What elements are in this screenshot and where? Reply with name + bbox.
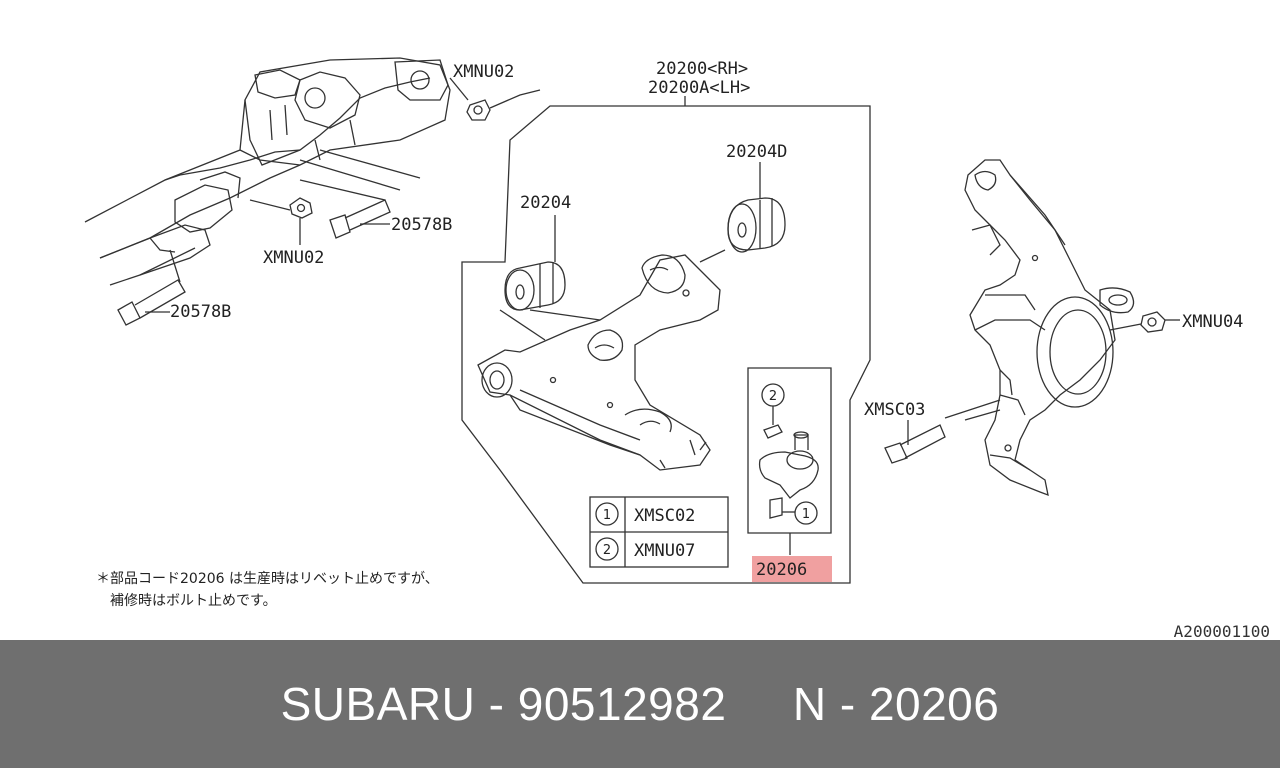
label-main-part-lh: 20200A<LH> <box>648 78 750 98</box>
footer-code: 20206 <box>868 678 1000 730</box>
label-bolt-knuckle: XMSC03 <box>864 400 925 420</box>
ball-joint-highlight <box>752 556 832 582</box>
bushing-front-drawing <box>499 215 566 341</box>
service-note-line-1: ＊部品コード20206 は生産時はリベット止めですが、 <box>96 571 439 587</box>
nut-knuckle-drawing <box>1109 311 1180 333</box>
callout-2: 2 <box>769 389 777 404</box>
label-bushing-front: 20204 <box>520 193 571 213</box>
bolt-left-drawing <box>117 249 186 326</box>
reference-code: A200001100 <box>1173 622 1270 641</box>
legend-table-lines <box>589 496 729 568</box>
footer-bar: SUBARU - 90512982 N - 20206 <box>0 640 1280 768</box>
label-bolt-left: 20578B <box>170 302 231 322</box>
legend-row-1-code: XMSC02 <box>634 506 695 526</box>
label-ball-joint: 20206 <box>756 560 807 580</box>
assembly-boundary <box>461 105 871 584</box>
nut-mid-drawing <box>249 197 313 245</box>
footer-sep-2: - <box>839 678 856 730</box>
parts-diagram: 20200<RH> 20200A<LH> 20204 20204D XMNU02… <box>84 57 1243 584</box>
legend-row-2-code: XMNU07 <box>634 541 695 561</box>
ball-joint-drawing <box>758 383 819 519</box>
label-nut-top: XMNU02 <box>453 62 514 82</box>
service-note: ＊部品コード20206 は生産時はリベット止めですが、 補修時はボルト止めです。 <box>96 568 439 612</box>
bolt-knuckle-drawing <box>884 399 1001 464</box>
footer-part-number: 90512982 <box>517 678 727 730</box>
footer-brand: SUBARU <box>280 678 476 730</box>
label-nut-mid: XMNU02 <box>263 248 324 268</box>
callout-1: 1 <box>802 507 810 522</box>
label-nut-knuckle: XMNU04 <box>1182 312 1243 332</box>
callout-1-circle <box>794 501 818 525</box>
ball-joint-box <box>747 367 832 534</box>
label-bushing-rear: 20204D <box>726 142 787 162</box>
label-bolt-right: 20578B <box>391 215 452 235</box>
legend-row-2-num: 2 <box>603 543 611 558</box>
label-main-part-rh: 20200<RH> <box>656 59 748 79</box>
legend-row-1-num: 1 <box>603 508 611 523</box>
footer-prefix: N <box>792 678 827 730</box>
lower-arm-drawing <box>477 254 721 471</box>
nut-top-drawing <box>449 77 541 121</box>
knuckle-drawing <box>964 159 1135 497</box>
crossmember-drawing <box>84 57 451 286</box>
bolt-right-drawing <box>299 179 391 239</box>
bushing-rear-drawing <box>699 162 786 263</box>
footer-sep-1: - <box>488 678 505 730</box>
service-note-line-2: 補修時はボルト止めです。 <box>110 593 277 609</box>
